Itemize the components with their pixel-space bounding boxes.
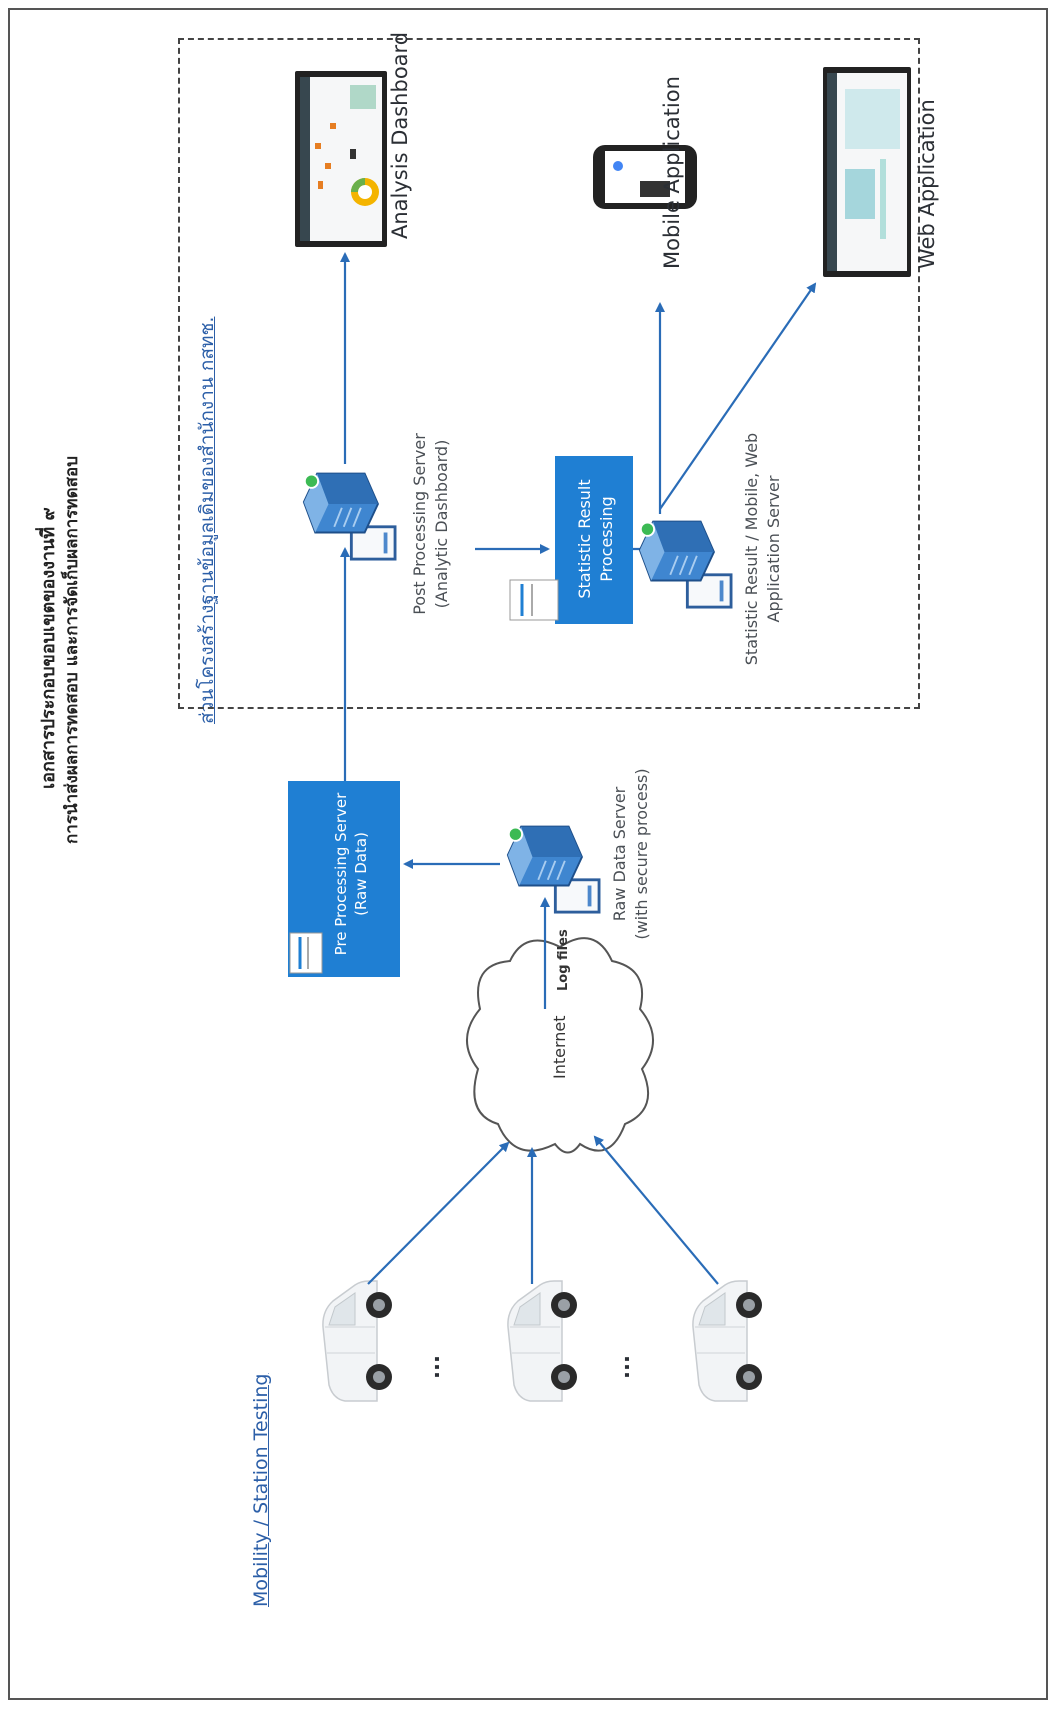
analysis-dashboard-monitor	[295, 71, 387, 247]
raw-data-server-icon	[505, 824, 601, 914]
ellipsis-1: ...	[420, 1355, 444, 1379]
pre-processing-label: Pre Processing Server	[332, 792, 350, 956]
web-application-monitor	[823, 67, 911, 277]
test-vehicle-1	[322, 1280, 393, 1402]
post-processing-server-sublabel: (Analytic Dashboard)	[432, 439, 451, 609]
log-files-label: Log files	[556, 929, 571, 991]
raw-data-server-sublabel: (with secure process)	[632, 768, 651, 940]
mobile-application-label: Mobile Application	[660, 76, 684, 269]
analysis-dashboard-label: Analysis Dashboard	[388, 31, 412, 239]
ellipsis-2: ...	[610, 1355, 634, 1379]
statistic-processing-sublabel: Processing	[597, 496, 616, 582]
post-processing-server-label: Post Processing Server	[410, 433, 429, 615]
pre-processing-box	[288, 781, 400, 977]
statistic-processing-label: Statistic Result	[575, 479, 594, 599]
internet-label: Internet	[550, 1015, 569, 1079]
raw-data-server-label: Raw Data Server	[610, 786, 629, 922]
mobile-phone-icon	[593, 145, 697, 209]
internet-cloud-icon	[466, 937, 654, 1154]
page-border	[8, 8, 1048, 1700]
pre-processing-sublabel: (Raw Data)	[352, 832, 370, 916]
statistic-result-server-icon	[637, 519, 733, 609]
post-processing-server-icon	[301, 471, 397, 561]
statistic-result-server-sublabel: Application Server	[764, 475, 783, 623]
test-vehicle-3	[692, 1280, 763, 1402]
statistic-result-server-label: Statistic Result / Mobile, Web	[742, 432, 761, 666]
statistic-processing-box	[509, 456, 633, 624]
test-vehicle-2	[507, 1280, 578, 1402]
web-application-label: Web Application	[915, 99, 939, 269]
